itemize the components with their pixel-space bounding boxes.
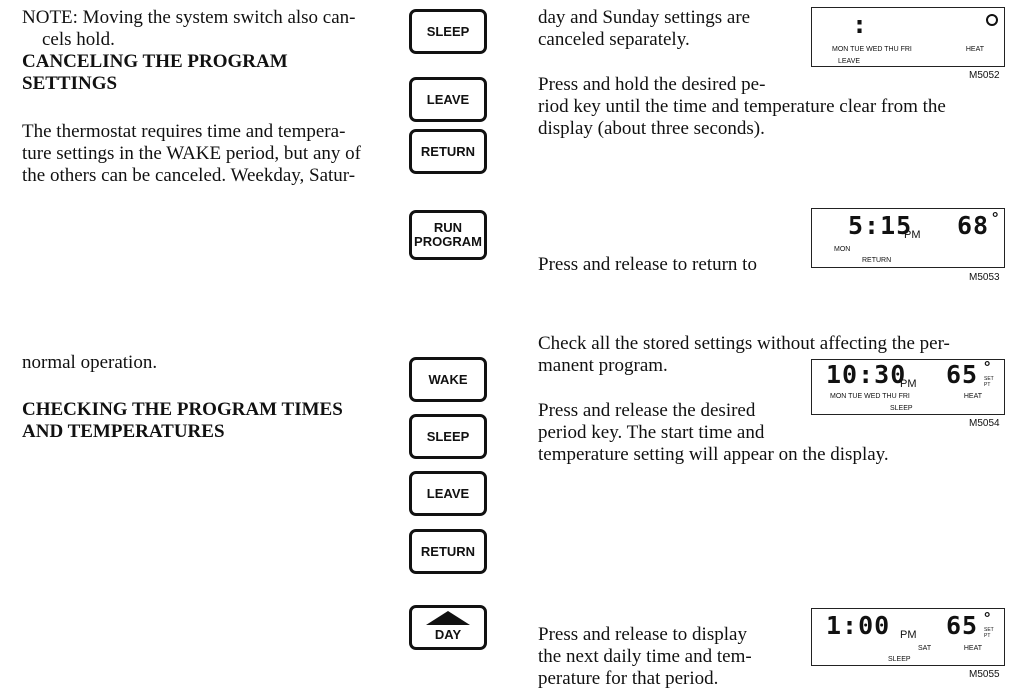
p5-line-2: period key. The start time and [538,422,765,443]
display-time: 10:30 [826,360,907,389]
thermostat-display-leave: : MON TUE WED THU FRI HEAT LEAVE [811,7,1005,67]
return-button-label: RETURN [420,143,476,159]
p4-line-2: manent program. [538,355,668,376]
display-mode: HEAT [963,645,982,652]
note-line-2: cels hold. [42,29,115,50]
sleep-button-2-label: SLEEP [426,428,470,444]
day-button[interactable]: DAY [409,605,487,650]
display-days: SAT [918,645,932,652]
para-requires-line-3: the others can be canceled. Weekday, Sat… [22,165,356,186]
display-days: MON TUE WED THU FRI [832,46,912,53]
figure-label-m5053: M5053 [969,272,1000,283]
display-ampm: PM [904,229,921,241]
p4-line-1: Check all the stored settings without af… [538,333,950,354]
leave-button-2[interactable]: LEAVE [409,471,487,516]
run-program-button[interactable]: RUN PROGRAM [409,210,487,260]
heading-canceling-line-1: CANCELING THE PROGRAM [22,51,288,72]
thermostat-display-sleep: 10:30 PM 65 ° SET PT MON TUE WED THU FRI… [811,359,1005,415]
display-temp: 65 [946,360,979,389]
display-period: SLEEP [888,656,911,663]
display-degree-icon: ° [984,610,991,627]
display-time: 5:15 [848,211,913,240]
display-ampm: PM [900,378,917,390]
thermostat-display-sat-sleep: 1:00 PM 65 ° SET PT SAT HEAT SLEEP [811,608,1005,666]
display-degree-icon: ° [992,210,999,227]
p6-line-3: perature for that period. [538,668,719,689]
sleep-button-2[interactable]: SLEEP [409,414,487,459]
p2-line-2: riod key until the time and temperature … [538,96,946,117]
sleep-button[interactable]: SLEEP [409,9,487,54]
p1-line-2: canceled separately. [538,29,690,50]
figure-label-m5055: M5055 [969,669,1000,680]
display-days: MON TUE WED THU FRI [830,393,910,400]
return-button-2[interactable]: RETURN [409,529,487,574]
figure-label-m5052: M5052 [969,70,1000,81]
normal-operation-text: normal operation. [22,352,158,373]
display-period: LEAVE [838,58,861,65]
return-button[interactable]: RETURN [409,129,487,174]
leave-button[interactable]: LEAVE [409,77,487,122]
p5-line-1: Press and release the desired [538,400,756,421]
display-degree-icon: ° [984,359,991,376]
display-mode: HEAT [965,46,984,53]
figure-label-m5054: M5054 [969,418,1000,429]
para-requires-line-2: ture settings in the WAKE period, but an… [22,143,361,164]
leave-button-label: LEAVE [426,91,470,107]
return-button-2-label: RETURN [420,543,476,559]
display-temp: 65 [946,611,979,640]
thermostat-display-return: 5:15 PM 68 ° MON RETURN [811,208,1005,268]
display-time: 1:00 [826,611,891,640]
display-degree-icon [986,14,998,26]
wake-button-label: WAKE [428,371,468,387]
p6-line-1: Press and release to display [538,624,747,645]
p2-line-1: Press and hold the desired pe- [538,74,766,95]
run-program-label-2: PROGRAM [414,234,482,249]
display-days: MON [834,246,851,253]
up-triangle-icon [426,611,470,625]
para-requires-line-1: The thermostat requires time and tempera… [22,121,346,142]
run-program-label-1: RUN [433,220,463,235]
sleep-button-label: SLEEP [426,23,470,39]
heading-checking-line-2: AND TEMPERATURES [22,421,225,442]
heading-canceling-line-2: SETTINGS [22,73,118,94]
day-button-label: DAY [434,627,462,642]
p6-line-2: the next daily time and tem- [538,646,752,667]
p5-line-3: temperature setting will appear on the d… [538,444,889,465]
p2-line-3: display (about three seconds). [538,118,765,139]
display-temp: 68 [957,211,990,240]
display-ampm: PM [900,629,917,641]
heading-checking-line-1: CHECKING THE PROGRAM TIMES [22,399,343,420]
display-period: SLEEP [890,405,913,412]
wake-button[interactable]: WAKE [409,357,487,402]
note-line-1: NOTE: Moving the system switch also can- [22,7,356,28]
display-setpt: SET PT [984,627,994,639]
display-setpt: SET PT [984,376,994,388]
display-time: : [852,10,869,39]
p1-line-1: day and Sunday settings are [538,7,751,28]
display-mode: HEAT [963,393,982,400]
leave-button-2-label: LEAVE [426,485,470,501]
p3-text: Press and release to return to [538,254,757,275]
display-period: RETURN [862,257,892,264]
